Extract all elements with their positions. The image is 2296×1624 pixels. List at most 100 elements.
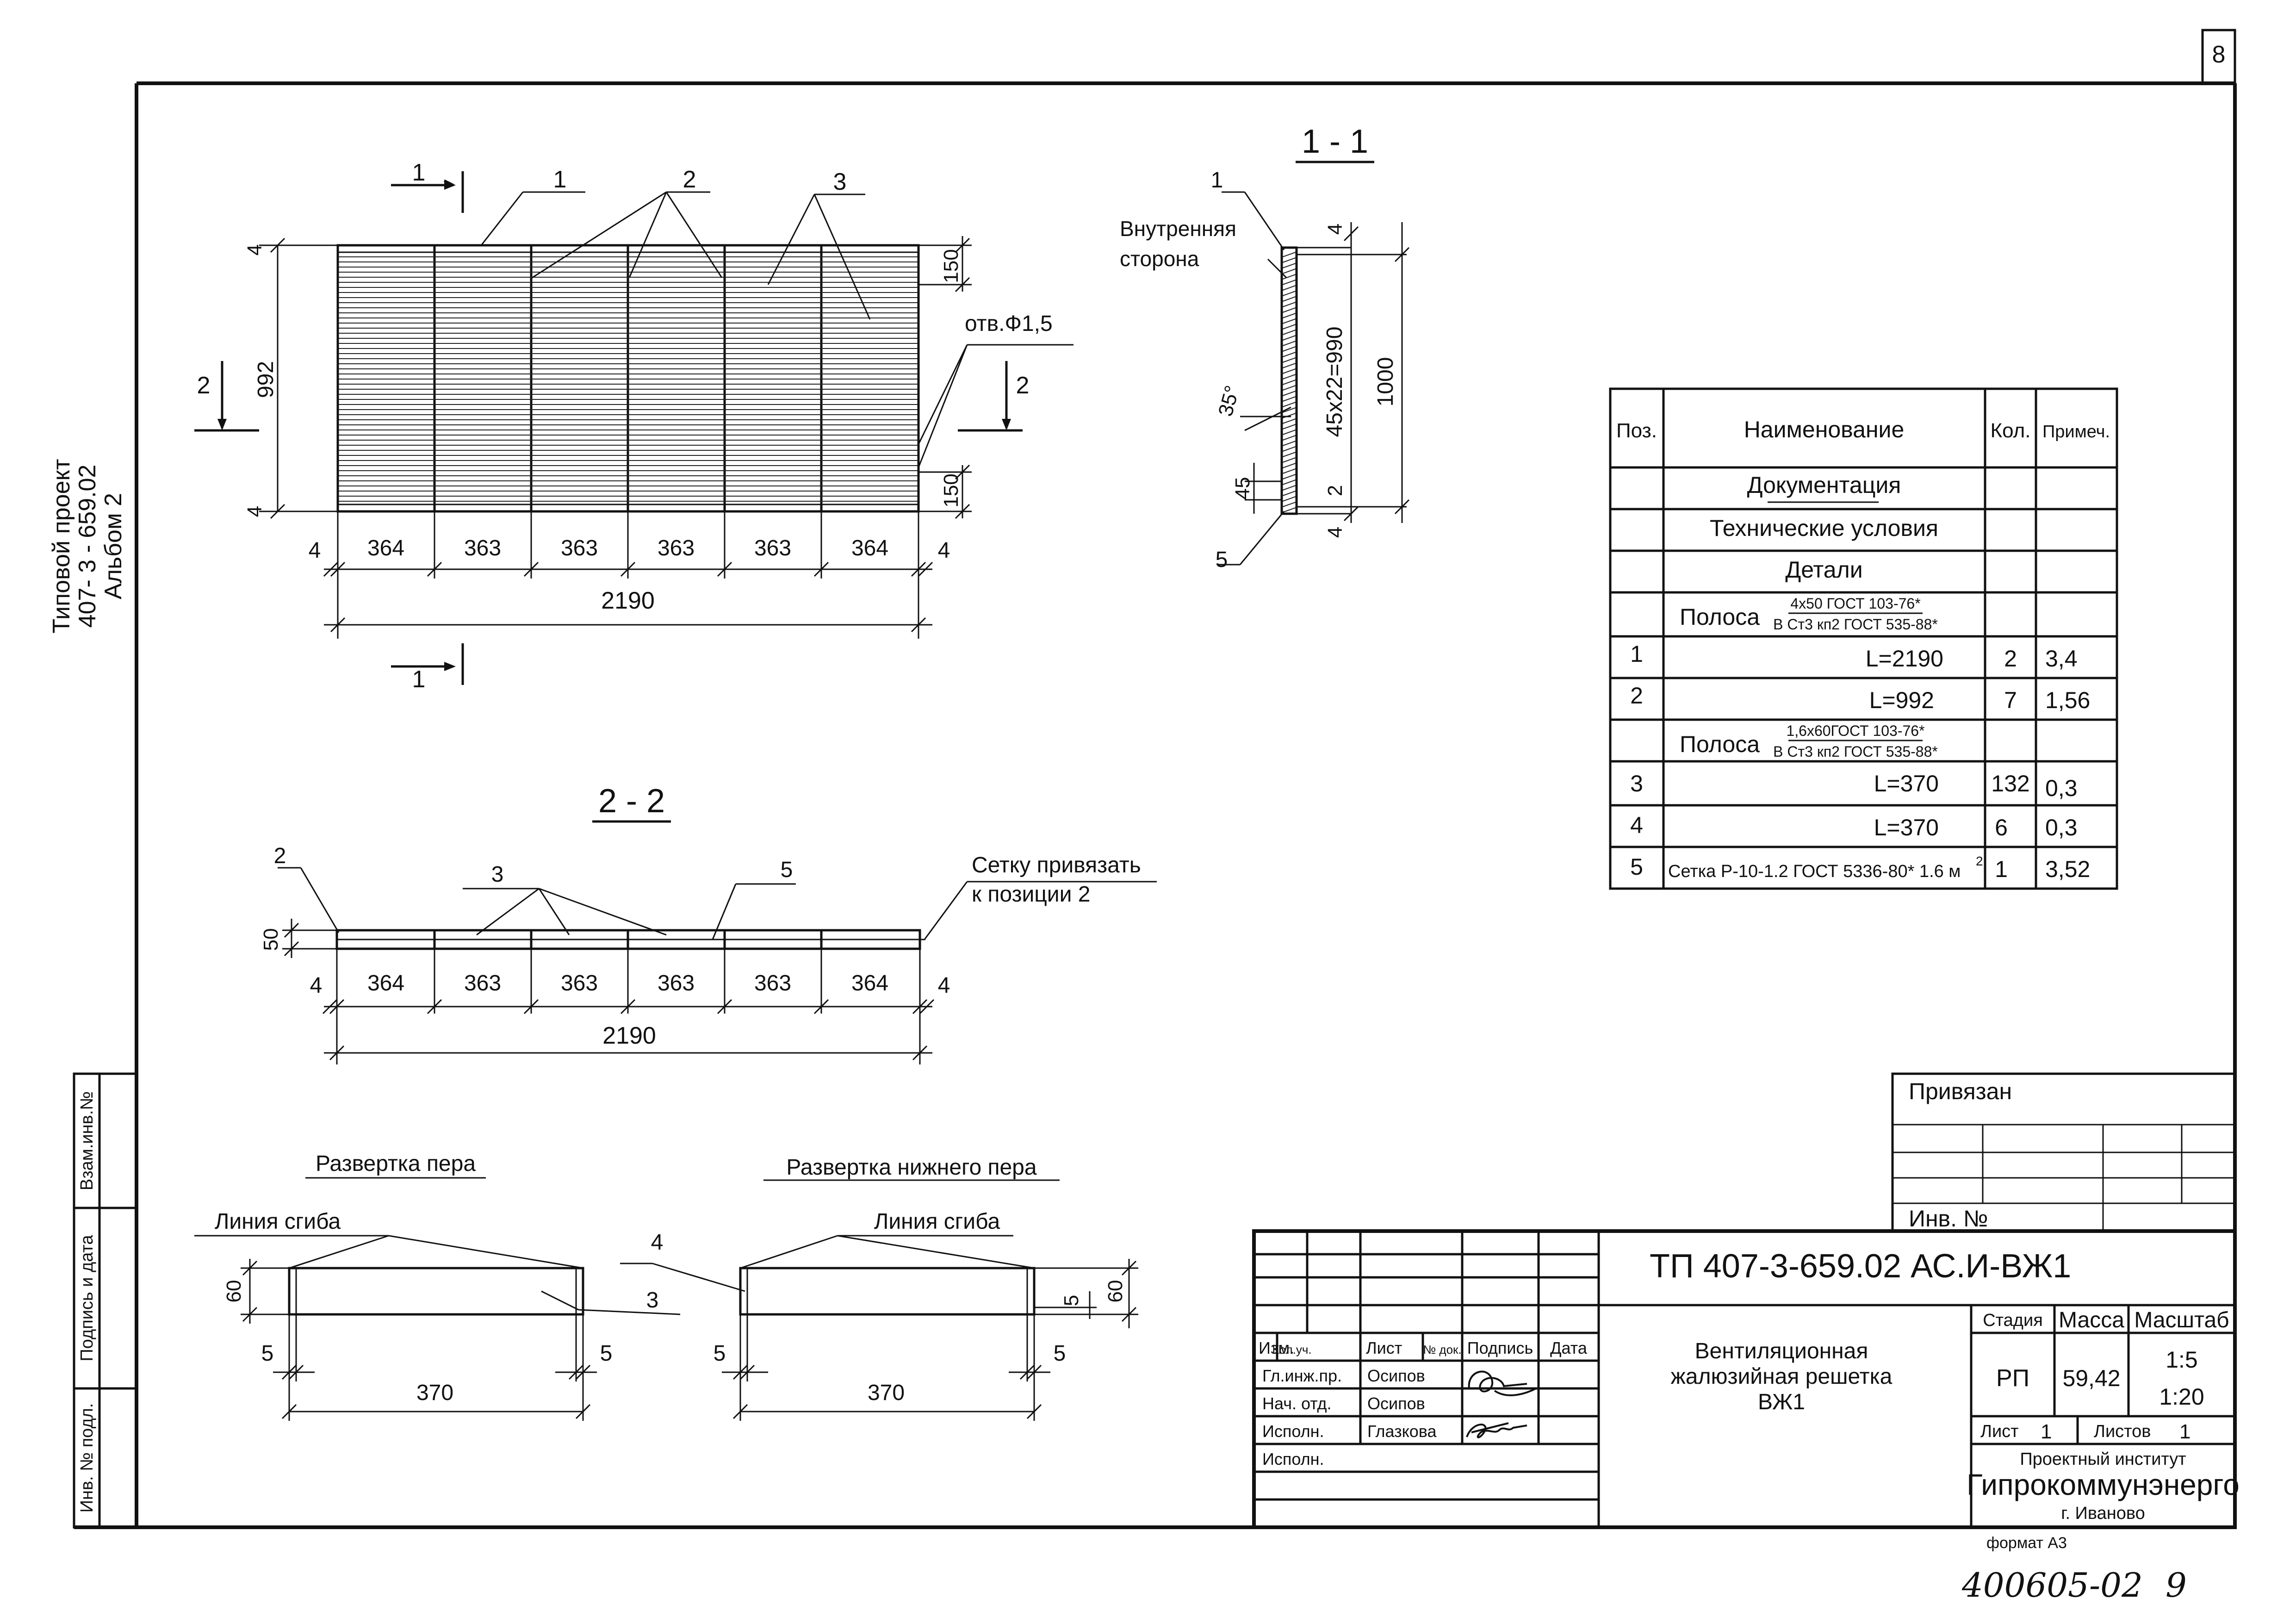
- spec-row-name: L=992: [1869, 687, 1934, 713]
- spec-row-name-bottom: В Ст3 кп2 ГОСТ 535-88*: [1773, 743, 1938, 760]
- tb-scale-label: Масштаб: [2134, 1308, 2229, 1332]
- tb-sheets-label: Листов: [2094, 1422, 2151, 1441]
- dim-tick: [1121, 1307, 1137, 1322]
- sec11-dim-top: 4: [1324, 224, 1347, 235]
- spec-row-name-top: 1,6х60ГОСТ 103-76*: [1786, 722, 1924, 739]
- louver-section-line: [1282, 363, 1296, 368]
- spec-table-grid: [1609, 387, 2118, 890]
- unfold-blade-dim-left: 5: [261, 1341, 274, 1366]
- spec-table-body: Документация Технические условия Детали …: [1630, 472, 2090, 882]
- left-strip-vzam: Взам.инв.№: [77, 1091, 97, 1190]
- sec22-mesh-note-1: Сетку привязать: [972, 853, 1141, 877]
- louver-section-line: [1282, 352, 1296, 357]
- top-dim-left-end: 4: [309, 538, 321, 563]
- spec-row-name: Сетка Р-10-1.2 ГОСТ 5336-80* 1.6 м: [1668, 862, 1961, 881]
- dim-tick: [1026, 1404, 1042, 1419]
- louver-section-line: [1282, 496, 1296, 502]
- dim-tick: [575, 1364, 591, 1380]
- dim-tick: [620, 561, 636, 577]
- unfold-lower-title: Развертка нижнего пера: [786, 1155, 1036, 1180]
- sec11-inner-line1: Внутренняя: [1120, 217, 1236, 241]
- dim-tick: [918, 561, 933, 577]
- sec22-leader-2: 2: [274, 844, 286, 868]
- side-stamp-line2: 407- 3 - 659.02: [74, 465, 101, 628]
- tb-col-data: Дата: [1550, 1338, 1588, 1357]
- unfold-lower-dim-left: 5: [714, 1341, 726, 1366]
- louver-section-line: [1282, 302, 1296, 307]
- dim-tick: [813, 561, 829, 577]
- dim-tick: [242, 1307, 258, 1322]
- unfold-blade-dim-right: 5: [600, 1341, 613, 1366]
- tb-name-3: ВЖ1: [1758, 1390, 1805, 1414]
- tb-sheets-no: 1: [2179, 1420, 2191, 1443]
- tb-role: Исполн.: [1262, 1450, 1324, 1468]
- louver-section-line: [1282, 268, 1296, 274]
- top-hole-label: отв.Ф1,5: [965, 311, 1053, 336]
- sec22-panel-dim: 363: [658, 971, 695, 996]
- handwritten-page: 9: [2166, 1566, 2187, 1605]
- louver-section-line: [1282, 280, 1296, 285]
- tb-role-name: Осипов: [1367, 1366, 1425, 1385]
- louver-section-line: [1282, 502, 1296, 507]
- louver-section-line: [1282, 330, 1296, 335]
- top-panel-dim: 363: [754, 536, 791, 560]
- tb-role: Гл.инж.пр.: [1262, 1366, 1342, 1385]
- dim-tick: [732, 1404, 748, 1419]
- dim-tick: [1019, 1364, 1035, 1380]
- dim-tick: [281, 1364, 297, 1380]
- top-dim-hole-top: 150: [940, 249, 962, 283]
- tb-scale-1: 1:5: [2166, 1347, 2198, 1373]
- dim-tick: [242, 1260, 258, 1276]
- top-dim-total: 2190: [601, 587, 655, 614]
- louver-section-line: [1282, 441, 1296, 446]
- louver-section-line: [1282, 479, 1296, 485]
- signature-osipov: [1468, 1370, 1537, 1396]
- top-cut-label-lower: 1: [412, 666, 426, 693]
- louver-section-line: [1282, 463, 1296, 468]
- louver-section-line: [1282, 380, 1296, 385]
- spec-row-note: 3,4: [2045, 646, 2078, 672]
- spec-row-pos: 5: [1630, 854, 1643, 880]
- sec22-leader-5: 5: [781, 858, 793, 882]
- top-dim-height: 992: [254, 361, 278, 398]
- tb-sheet-no: 1: [2041, 1420, 2052, 1443]
- tb-col-izm: Изм.: [1259, 1338, 1294, 1357]
- sec22-panel-dims: 364 363 363 363 363 364: [367, 971, 888, 996]
- louver-section-line: [1282, 385, 1296, 391]
- sec11-leader-5: 5: [1216, 548, 1228, 572]
- unfold-blade-leader: 3: [646, 1288, 659, 1313]
- unfold-blade-dim-height: 60: [223, 1280, 245, 1303]
- tb-col-list: Лист: [1366, 1338, 1402, 1357]
- louver-section-line: [1282, 452, 1296, 457]
- dim-tick: [523, 999, 539, 1014]
- unfold-lower-leader: 4: [651, 1230, 664, 1255]
- dim-tick: [330, 617, 346, 633]
- dim-tick: [568, 1364, 584, 1380]
- spec-header-note: Примеч.: [2042, 422, 2110, 442]
- louver-section-line: [1282, 446, 1296, 452]
- sec11-dim-bottom: 4: [1324, 527, 1347, 538]
- louver-section-line: [1282, 313, 1296, 318]
- louver-section-line: [1282, 402, 1296, 407]
- spec-row-name: Полоса: [1680, 604, 1760, 630]
- dim-tick: [281, 1404, 297, 1419]
- louver-section-line: [1282, 407, 1296, 413]
- tb-doc-code: ТП 407-3-659.02 АС.И-ВЖ1: [1650, 1248, 2071, 1285]
- left-strip-podpis: Подпись и дата: [77, 1234, 97, 1361]
- tb-col-podpis: Подпись: [1467, 1338, 1533, 1357]
- top-dim-right-end: 4: [938, 538, 950, 563]
- louver-section-line: [1282, 341, 1296, 346]
- sec11-dim-total: 1000: [1373, 357, 1398, 407]
- dim-tick: [717, 561, 732, 577]
- unfold-lower-dim-width: 370: [868, 1381, 905, 1405]
- dim-tick: [329, 1045, 345, 1061]
- section-2-2: [278, 820, 1157, 1064]
- page-number: 8: [2212, 41, 2226, 68]
- tb-bound: Привязан: [1909, 1078, 2012, 1104]
- spec-row-qty: 132: [1991, 771, 2029, 796]
- dim-tick: [1026, 1364, 1042, 1380]
- sec11-inner-line2: сторона: [1120, 247, 1199, 271]
- dim-tick: [911, 561, 926, 577]
- sec22-dim-total: 2190: [602, 1022, 656, 1049]
- unfold-lower-bend: Линия сгиба: [874, 1209, 1000, 1234]
